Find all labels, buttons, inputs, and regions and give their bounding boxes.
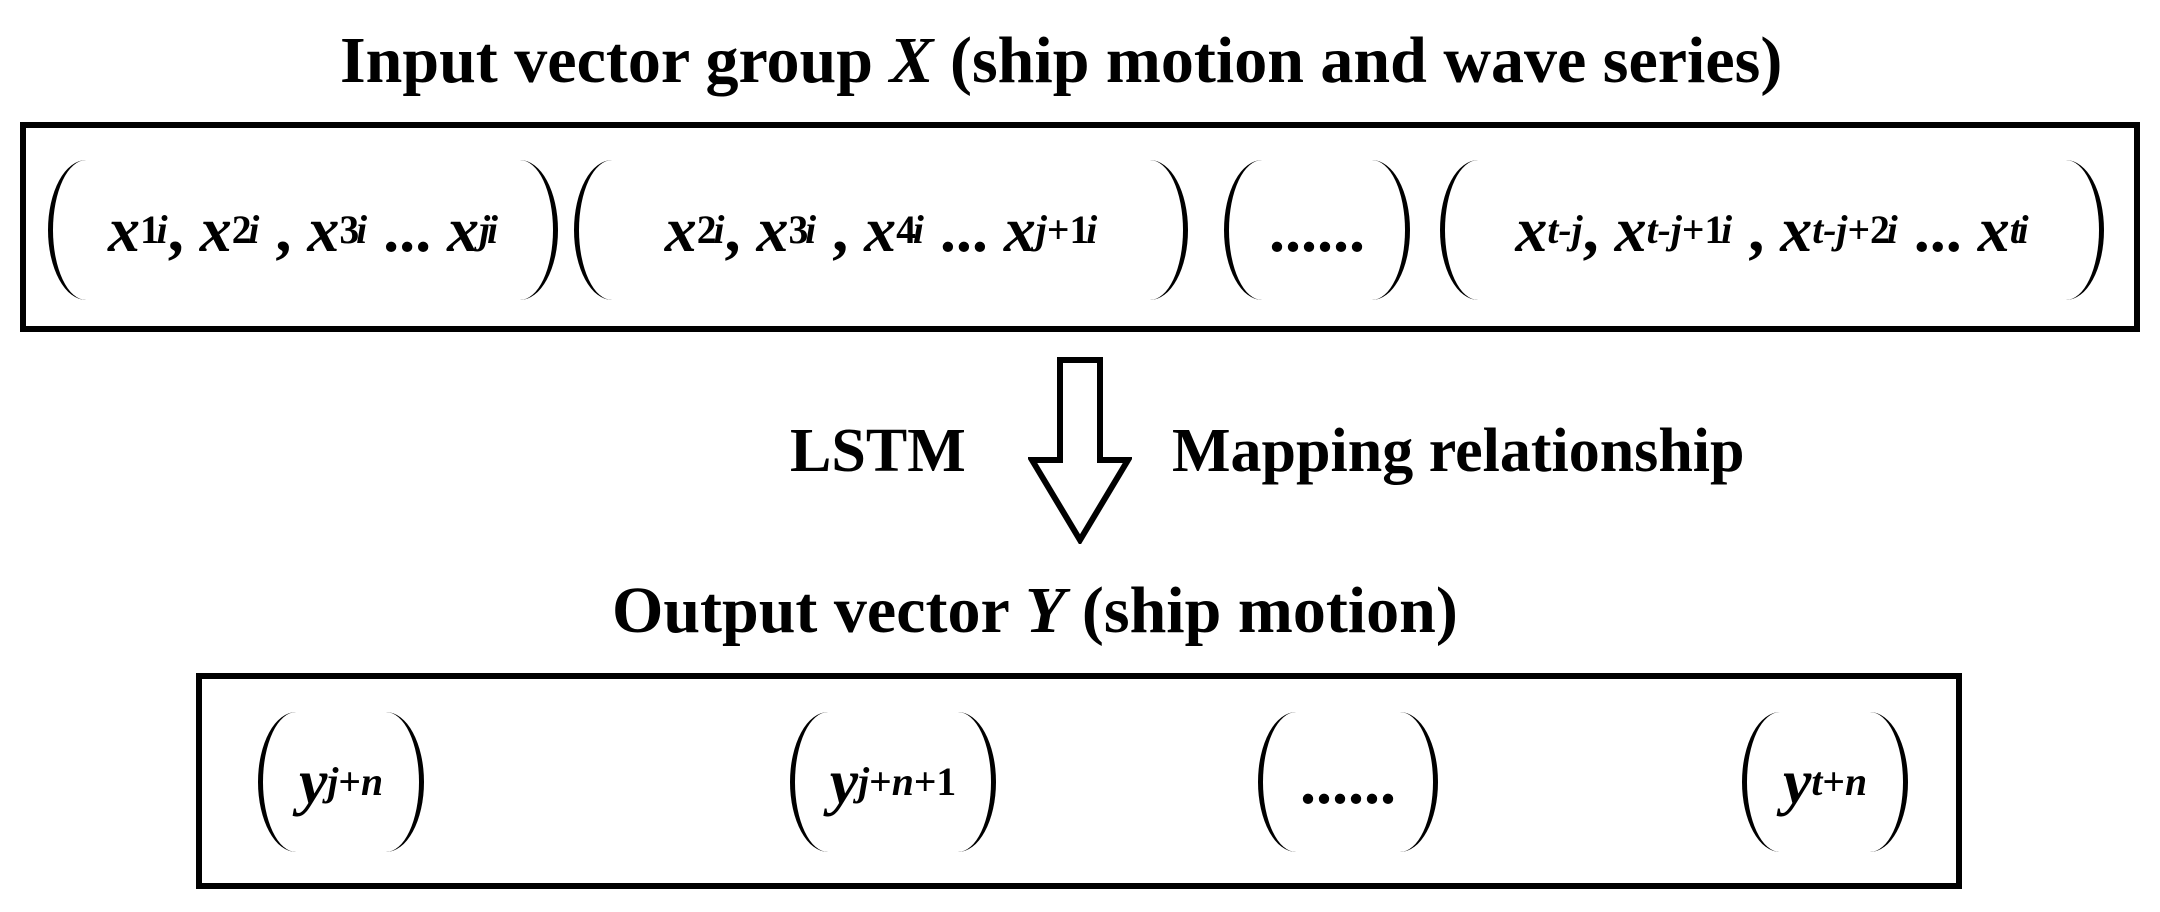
mapping-relationship-label: Mapping relationship [1172, 417, 1745, 485]
lstm-label: LSTM [790, 417, 966, 485]
subscript-offset: +2 [1847, 208, 1890, 252]
input-vector-title: Input vector group X (ship motion and wa… [340, 28, 1782, 94]
term-base: x [664, 194, 697, 265]
term-base: x [199, 194, 232, 265]
term-base: x [1614, 194, 1647, 265]
ellipsis: ...... [1300, 746, 1396, 817]
subscript-variable: t [1811, 760, 1823, 804]
input-title-suffix: (ship motion and wave series) [933, 24, 1783, 97]
output-vector-ellipsis: ...... [1258, 712, 1438, 852]
output-title-suffix: (ship motion) [1065, 574, 1458, 647]
term-base: x [307, 194, 340, 265]
term-base: x [108, 194, 140, 265]
subscript-variable: n [360, 760, 384, 804]
subscript-offset: +1 [1681, 208, 1725, 252]
output-title-prefix: Output vector [612, 574, 1026, 647]
subscript-variable: n [1844, 760, 1868, 804]
subscript-operator: + [869, 760, 892, 804]
subscript-variable: t-j [1812, 208, 1848, 252]
input-title-variable: X [889, 24, 934, 97]
term-base: x [864, 194, 897, 265]
ellipsis: ... [939, 194, 988, 265]
subscript-offset: +1 [913, 760, 957, 804]
term-base: x [447, 194, 480, 265]
term-base: x [1515, 194, 1548, 265]
input-title-prefix: Input vector group [340, 24, 890, 97]
ellipsis: ...... [1269, 194, 1365, 265]
input-vector-ellipsis: ...... [1224, 160, 1410, 300]
subscript-variable: t-j [1646, 208, 1682, 252]
output-vector-title: Output vector Y (ship motion) [612, 578, 1458, 644]
down-arrow-icon [1028, 357, 1132, 544]
subscript-variable: j [327, 760, 339, 804]
output-vector-box [196, 673, 1962, 889]
ellipsis: ... [1913, 194, 1962, 265]
output-title-variable: Y [1025, 574, 1066, 647]
term-base: x [1780, 194, 1813, 265]
subscript-operator: + [338, 760, 361, 804]
term-base: y [1782, 746, 1812, 817]
term-base: x [756, 194, 789, 265]
subscript-variable: j [1035, 208, 1047, 252]
ellipsis: ... [383, 194, 432, 265]
term-base: x [1977, 194, 2010, 265]
subscript-variable: j [858, 760, 870, 804]
term-base: y [829, 746, 859, 817]
input-vector-box [20, 122, 2140, 332]
subscript-variable: n [891, 760, 914, 804]
subscript-operator: + [1822, 760, 1845, 804]
term-base: x [1003, 194, 1036, 265]
subscript-offset: +1 [1046, 208, 1090, 252]
term-base: y [298, 746, 328, 817]
